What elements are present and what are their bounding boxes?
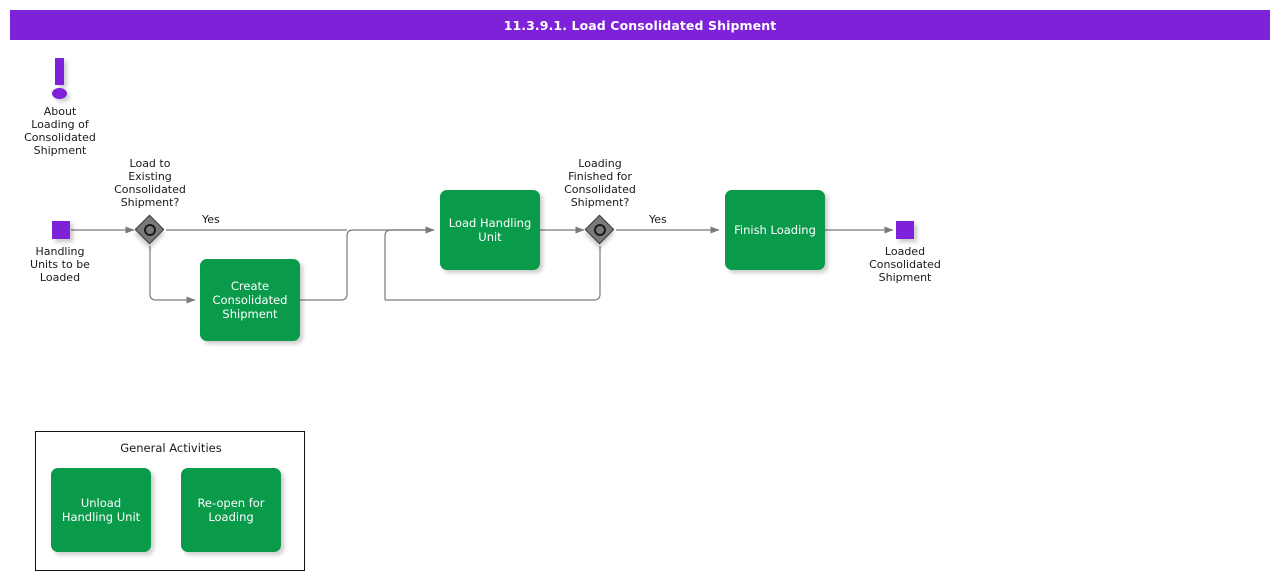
page-title: 11.3.9.1. Load Consolidated Shipment xyxy=(503,17,777,33)
gateway-inclusive-ring xyxy=(144,224,156,236)
start-event-icon[interactable] xyxy=(52,221,70,239)
annotation-label: About Loading of Consolidated Shipment xyxy=(24,105,96,157)
task-label: Re-open for Loading xyxy=(197,496,265,524)
general-activities-panel: General Activities Unload Handling Unit … xyxy=(35,431,305,571)
task-label: Create Consolidated Shipment xyxy=(212,279,288,321)
gateway-loading-finished-icon[interactable] xyxy=(584,214,615,245)
task-re-open-for-loading[interactable]: Re-open for Loading xyxy=(181,468,281,552)
gateway-loading-finished-label: Loading Finished for Consolidated Shipme… xyxy=(564,157,636,209)
general-activities-title: General Activities xyxy=(120,441,222,455)
task-load-handling-unit[interactable]: Load Handling Unit xyxy=(440,190,540,270)
window-title-bar: 11.3.9.1. Load Consolidated Shipment xyxy=(10,10,1270,40)
exclamation-bar xyxy=(55,58,64,85)
exclamation-icon xyxy=(48,58,72,100)
flow-loopback-riser xyxy=(384,226,435,300)
end-event-icon[interactable] xyxy=(896,221,914,239)
task-label: Unload Handling Unit xyxy=(61,496,141,524)
task-label: Finish Loading xyxy=(734,223,816,237)
start-event-label: Handling Units to be Loaded xyxy=(30,245,90,284)
gateway-inclusive-ring xyxy=(594,224,606,236)
flow-label-gateway2-yes: Yes xyxy=(649,213,667,226)
flow-label-gateway1-yes: Yes xyxy=(202,213,220,226)
task-unload-handling-unit[interactable]: Unload Handling Unit xyxy=(51,468,151,552)
gateway-load-to-existing-label: Load to Existing Consolidated Shipment? xyxy=(114,157,186,209)
flow-create-to-merge xyxy=(300,226,435,301)
exclamation-dot xyxy=(52,88,67,99)
flow-gateway1-no xyxy=(149,246,196,304)
task-label: Load Handling Unit xyxy=(448,216,532,244)
gateway-load-to-existing-icon[interactable] xyxy=(134,214,165,245)
end-event-label: Loaded Consolidated Shipment xyxy=(869,245,941,284)
task-finish-loading[interactable]: Finish Loading xyxy=(725,190,825,270)
task-create-consolidated-shipment[interactable]: Create Consolidated Shipment xyxy=(200,259,300,341)
